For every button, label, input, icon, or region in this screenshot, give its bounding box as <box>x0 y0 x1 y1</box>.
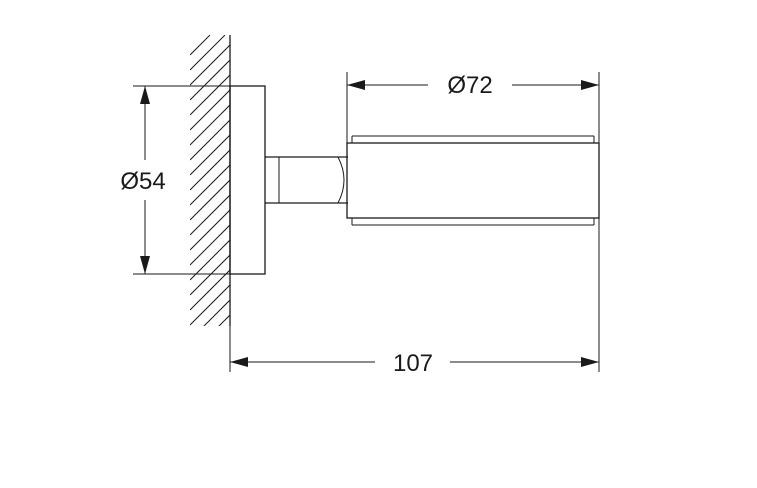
holder-body <box>346 135 600 226</box>
dimension-label-total-projection: 107 <box>393 350 433 377</box>
dimension-holder: Ø72 <box>346 72 600 143</box>
dimension-wall-plate: Ø54 <box>120 85 230 275</box>
dimension-label-wall-plate-diameter: Ø54 <box>120 168 165 195</box>
dimension-label-holder-diameter: Ø72 <box>447 72 492 99</box>
dimension-projection: 107 <box>229 218 600 377</box>
wall-plate <box>229 85 266 275</box>
wall-hatching <box>190 35 230 326</box>
connecting-rod <box>265 156 348 204</box>
